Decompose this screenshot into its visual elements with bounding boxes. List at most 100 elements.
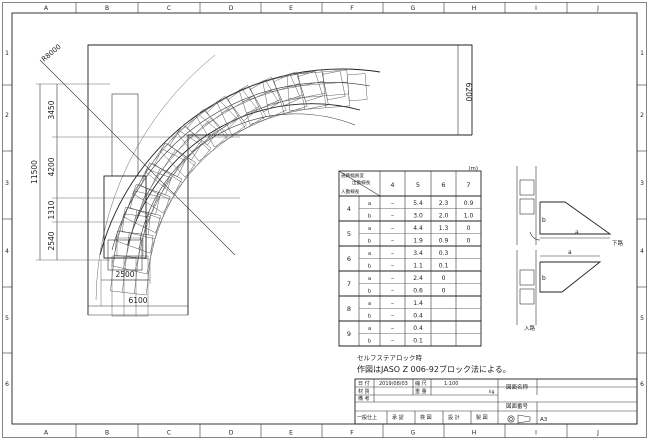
zone-col-label: I	[535, 5, 537, 12]
table-group-label: 9	[347, 330, 351, 338]
zone-col-label: C	[167, 430, 171, 437]
table-grid	[339, 171, 481, 347]
side-in-title: 入路	[524, 324, 536, 332]
zone-col-label: H	[472, 5, 477, 12]
table-cell: 0	[467, 225, 471, 232]
table-sub-label: a	[368, 326, 371, 332]
table-cell: –	[391, 250, 394, 257]
zone-col-label: J	[596, 430, 599, 437]
tb-scale-label: 縮 尺	[415, 380, 427, 387]
vehicle-start-mast	[111, 93, 139, 177]
table-group-label: 7	[347, 280, 351, 288]
table-cell: 0.9	[464, 200, 474, 207]
tb-weight-unit: kg	[489, 389, 495, 395]
zone-row-label: 1	[640, 50, 644, 57]
tb-checked: 検 図	[420, 414, 432, 421]
side-out-block-1	[519, 179, 535, 196]
turning-arc-inner	[127, 103, 361, 246]
table-header-right: 出勤線長	[352, 179, 371, 186]
table-cell: –	[391, 263, 394, 270]
table-sub-label: a	[368, 251, 371, 257]
tb-general-finish: 一般仕上	[357, 414, 377, 421]
table-sub-label: b	[368, 239, 371, 245]
dim-total-height: 11500	[30, 160, 39, 184]
side-out-block-2	[519, 198, 535, 215]
zone-row-label: 4	[640, 248, 644, 255]
table-cell: 1.0	[464, 213, 474, 220]
table-sub-label: a	[368, 226, 371, 232]
table-sub-label: b	[368, 314, 371, 320]
table-cell: 3.4	[413, 250, 423, 257]
tb-date-value: 2019/08/03	[379, 381, 408, 387]
table-sub-label: a	[368, 276, 371, 282]
turning-arc-innermost	[139, 113, 356, 241]
zone-col-label: G	[411, 5, 416, 12]
table-cell: 2.4	[413, 275, 423, 282]
turning-arc-outer	[99, 68, 381, 256]
table-cell: 0.1	[413, 338, 423, 345]
tb-material-label: 材 質	[358, 388, 370, 395]
vehicle-outline	[195, 80, 280, 148]
vehicle-start-fork	[107, 239, 143, 271]
side-in-vehicle	[539, 261, 602, 293]
table-cell: –	[391, 300, 394, 307]
table-cell: –	[391, 238, 394, 245]
zone-col-label: A	[44, 430, 49, 437]
table-sub-label: b	[368, 339, 371, 345]
zone-row-label: 3	[640, 180, 644, 187]
table-unit: (m)	[468, 166, 478, 172]
table-cell: 2.3	[439, 200, 449, 207]
title-block: 日 付 2019/08/03 縮 尺 1:100 材 質 重 量 kg 備 考 …	[354, 378, 638, 425]
zone-row-label: 2	[5, 112, 9, 119]
table-cell: 3.0	[413, 213, 423, 220]
table-cell: 0	[442, 288, 446, 295]
side-out-b-label: b	[542, 217, 546, 224]
zone-row-label: 6	[640, 381, 644, 388]
side-out-arrow	[529, 231, 541, 241]
table-group-label: 5	[347, 230, 351, 238]
tb-drawn: 製 図	[476, 414, 488, 421]
note-line-1: セルフステアロック時	[357, 354, 423, 362]
zone-col-label: E	[289, 430, 293, 437]
table-corner-title: 通路幅員変	[341, 172, 364, 179]
vehicle-outline	[286, 69, 368, 111]
side-out-vehicle	[539, 201, 612, 235]
table-cell: –	[391, 225, 394, 232]
zone-col-label: F	[350, 430, 354, 437]
zone-col-label: C	[167, 5, 171, 12]
inner-frame	[11, 12, 638, 425]
dim-h2: 4200	[47, 157, 56, 176]
side-out-title: 下路	[612, 239, 624, 247]
table-cell: –	[391, 275, 394, 282]
corridor-outer-boundary	[87, 44, 473, 315]
side-in-block-2	[519, 288, 535, 305]
side-view-out: a b 下路	[516, 166, 624, 247]
zone-col-label: B	[105, 5, 109, 12]
dim-h3: 1310	[47, 200, 56, 219]
table-cell: –	[391, 338, 394, 345]
zone-col-label: B	[105, 430, 109, 437]
table-cell: –	[391, 200, 394, 207]
tb-designed: 設 計	[448, 414, 460, 421]
zone-col-label: J	[596, 5, 599, 12]
table-sub-label: b	[368, 264, 371, 270]
zone-row-label: 4	[5, 248, 9, 255]
dim-h4: 2540	[47, 231, 56, 250]
table-sub-label: b	[368, 289, 371, 295]
dim-right-height: 6200	[464, 82, 473, 101]
turning-path-diagram: R8000 11500 3450 4200 1310 2540 2500 610…	[30, 43, 473, 317]
table-group-label: 6	[347, 255, 351, 263]
vehicle-outline	[176, 88, 259, 162]
table-sub-label: b	[368, 214, 371, 220]
title-block-outline	[354, 378, 638, 425]
table-col-header: 4	[390, 181, 394, 189]
zone-col-label: I	[535, 430, 537, 437]
tb-weight-label: 重 量	[415, 388, 427, 395]
vehicle-outline	[122, 148, 186, 233]
zone-col-label: E	[289, 5, 293, 12]
